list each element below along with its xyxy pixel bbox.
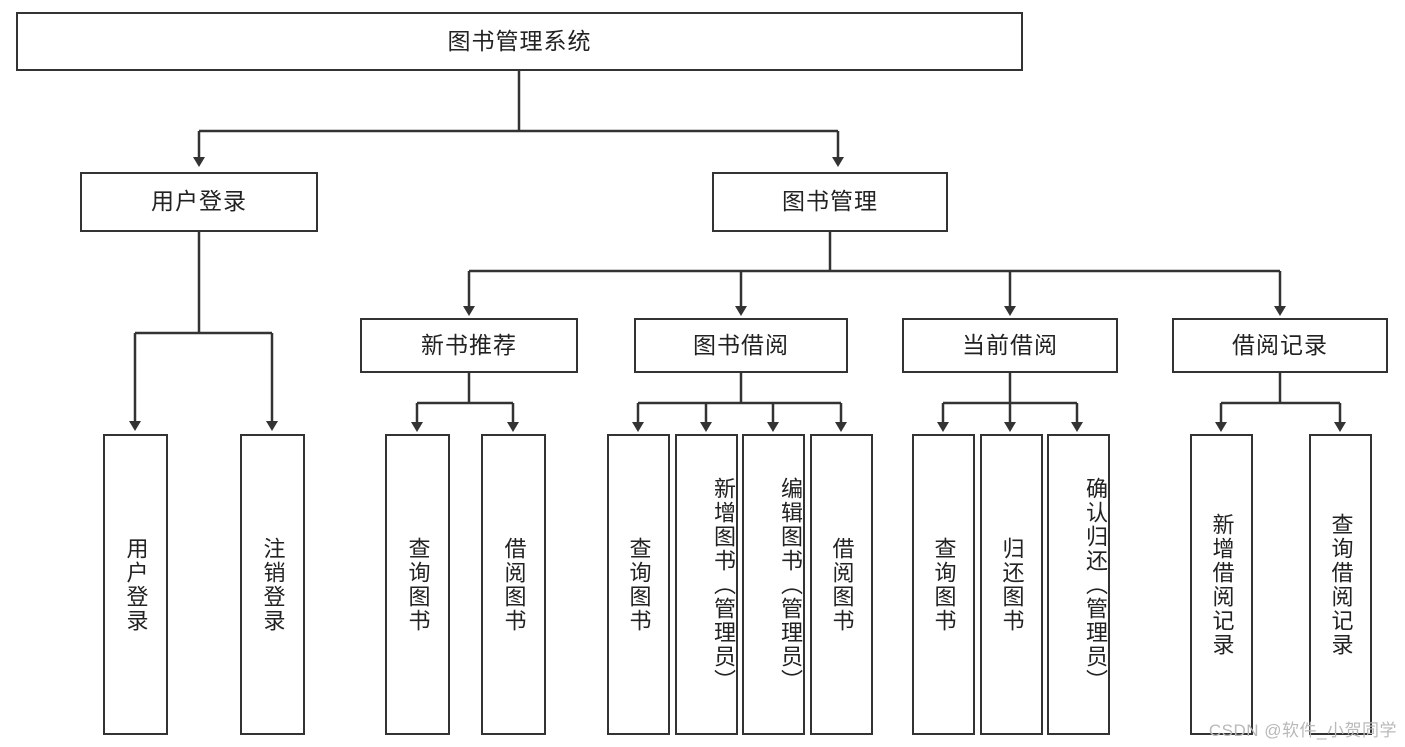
leaf-query-books-2[interactable]: 查询图书	[607, 434, 670, 735]
leaf-query-books-3[interactable]: 查询图书	[912, 434, 975, 735]
leaf-add-record-label: 新增借阅记录	[1209, 512, 1235, 657]
node-new-book-recommend[interactable]: 新书推荐	[360, 318, 578, 373]
node-book-borrow[interactable]: 图书借阅	[634, 318, 848, 373]
leaf-query-books-1-label: 查询图书	[405, 536, 431, 633]
leaf-logout[interactable]: 注销登录	[240, 434, 305, 735]
node-new-book-recommend-label: 新书推荐	[421, 331, 517, 358]
leaf-query-books-1[interactable]: 查询图书	[385, 434, 450, 735]
node-root[interactable]: 图书管理系统	[16, 12, 1023, 71]
leaf-query-books-3-label: 查询图书	[931, 536, 957, 633]
leaf-borrow-books-2[interactable]: 借阅图书	[810, 434, 873, 735]
leaf-user-login-label: 用户登录	[123, 536, 149, 633]
node-user-login-label: 用户登录	[151, 188, 247, 215]
node-current-borrow[interactable]: 当前借阅	[902, 318, 1118, 373]
leaf-add-record[interactable]: 新增借阅记录	[1190, 434, 1253, 735]
watermark: CSDN @软件_小贺同学	[1208, 721, 1397, 740]
node-book-management-label: 图书管理	[782, 188, 878, 215]
leaf-borrow-books-1[interactable]: 借阅图书	[481, 434, 546, 735]
node-root-label: 图书管理系统	[447, 27, 592, 54]
leaf-borrow-books-2-label: 借阅图书	[829, 536, 855, 633]
node-book-borrow-label: 图书借阅	[693, 331, 789, 358]
leaf-query-record[interactable]: 查询借阅记录	[1309, 434, 1372, 735]
leaf-add-book[interactable]: 新增图书（管理员）	[675, 434, 738, 735]
leaf-edit-book-label: 编辑图书（管理员）	[778, 476, 803, 693]
leaf-borrow-books-1-label: 借阅图书	[501, 536, 527, 633]
leaf-add-book-label: 新增图书（管理员）	[711, 476, 736, 693]
leaf-return-book-label: 归还图书	[999, 536, 1025, 633]
leaf-confirm-return[interactable]: 确认归还（管理员）	[1047, 434, 1110, 735]
leaf-query-record-label: 查询借阅记录	[1328, 512, 1354, 657]
node-book-management[interactable]: 图书管理	[712, 172, 948, 232]
node-borrow-record-label: 借阅记录	[1232, 331, 1328, 358]
leaf-edit-book[interactable]: 编辑图书（管理员）	[742, 434, 805, 735]
leaf-user-login[interactable]: 用户登录	[103, 434, 168, 735]
leaf-query-books-2-label: 查询图书	[626, 536, 652, 633]
leaf-confirm-return-label: 确认归还（管理员）	[1083, 476, 1108, 693]
node-current-borrow-label: 当前借阅	[962, 331, 1058, 358]
node-user-login[interactable]: 用户登录	[80, 172, 318, 232]
node-borrow-record[interactable]: 借阅记录	[1172, 318, 1388, 373]
leaf-logout-label: 注销登录	[260, 536, 286, 633]
leaf-return-book[interactable]: 归还图书	[980, 434, 1043, 735]
